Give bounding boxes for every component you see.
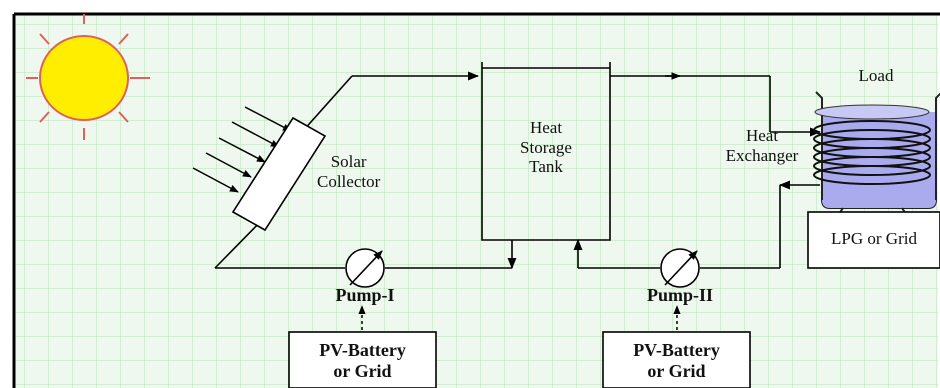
heat-exchanger-label: Heat Exchanger [710, 126, 814, 165]
solar-collector-label: Solar Collector [317, 152, 380, 191]
heat-exchanger-label-line-1: Heat [745, 126, 779, 145]
boxes [288, 211, 940, 388]
pv-battery-1-label: PV-Battery or Grid [289, 340, 436, 381]
radiation-arrows [192, 106, 292, 193]
heat-storage-tank-label: Heat Storage Tank [496, 118, 596, 177]
pump-2-label: Pump-II [646, 285, 713, 305]
heat-storage-tank-label-line-3: Tank [529, 157, 563, 177]
pv-battery-1-label-line-1: PV-Battery [319, 340, 406, 360]
pump-1-icon [345, 248, 385, 288]
sun-icon [26, 14, 150, 140]
heat-storage-tank-label-line-2: Storage [520, 137, 572, 157]
solar-collector-label-line-2: Collector [317, 171, 381, 191]
control-links [358, 305, 681, 330]
heat-exchanger-label-line-2: Exchanger [725, 145, 799, 165]
pv-battery-2-label-line-2: or Grid [647, 360, 706, 381]
pump-1-label: Pump-I [335, 285, 395, 305]
solar-collector [231, 116, 327, 232]
pump-2-icon [660, 248, 700, 288]
load-loop-pipes [573, 72, 822, 269]
pv-battery-1-label-line-2: or Grid [333, 360, 392, 381]
heat-storage-tank-label-line-1: Heat [529, 118, 563, 137]
pv-battery-2-label-line-1: PV-Battery [633, 340, 720, 360]
heat-storage-tank [481, 62, 611, 241]
pv-battery-2-label: PV-Battery or Grid [603, 340, 750, 381]
heat-exchanger-icon [813, 91, 940, 221]
load-label: Load [858, 66, 894, 85]
solar-collector-label-line-1: Solar [330, 152, 367, 171]
lpg-or-grid-label: LPG or Grid [831, 229, 917, 248]
